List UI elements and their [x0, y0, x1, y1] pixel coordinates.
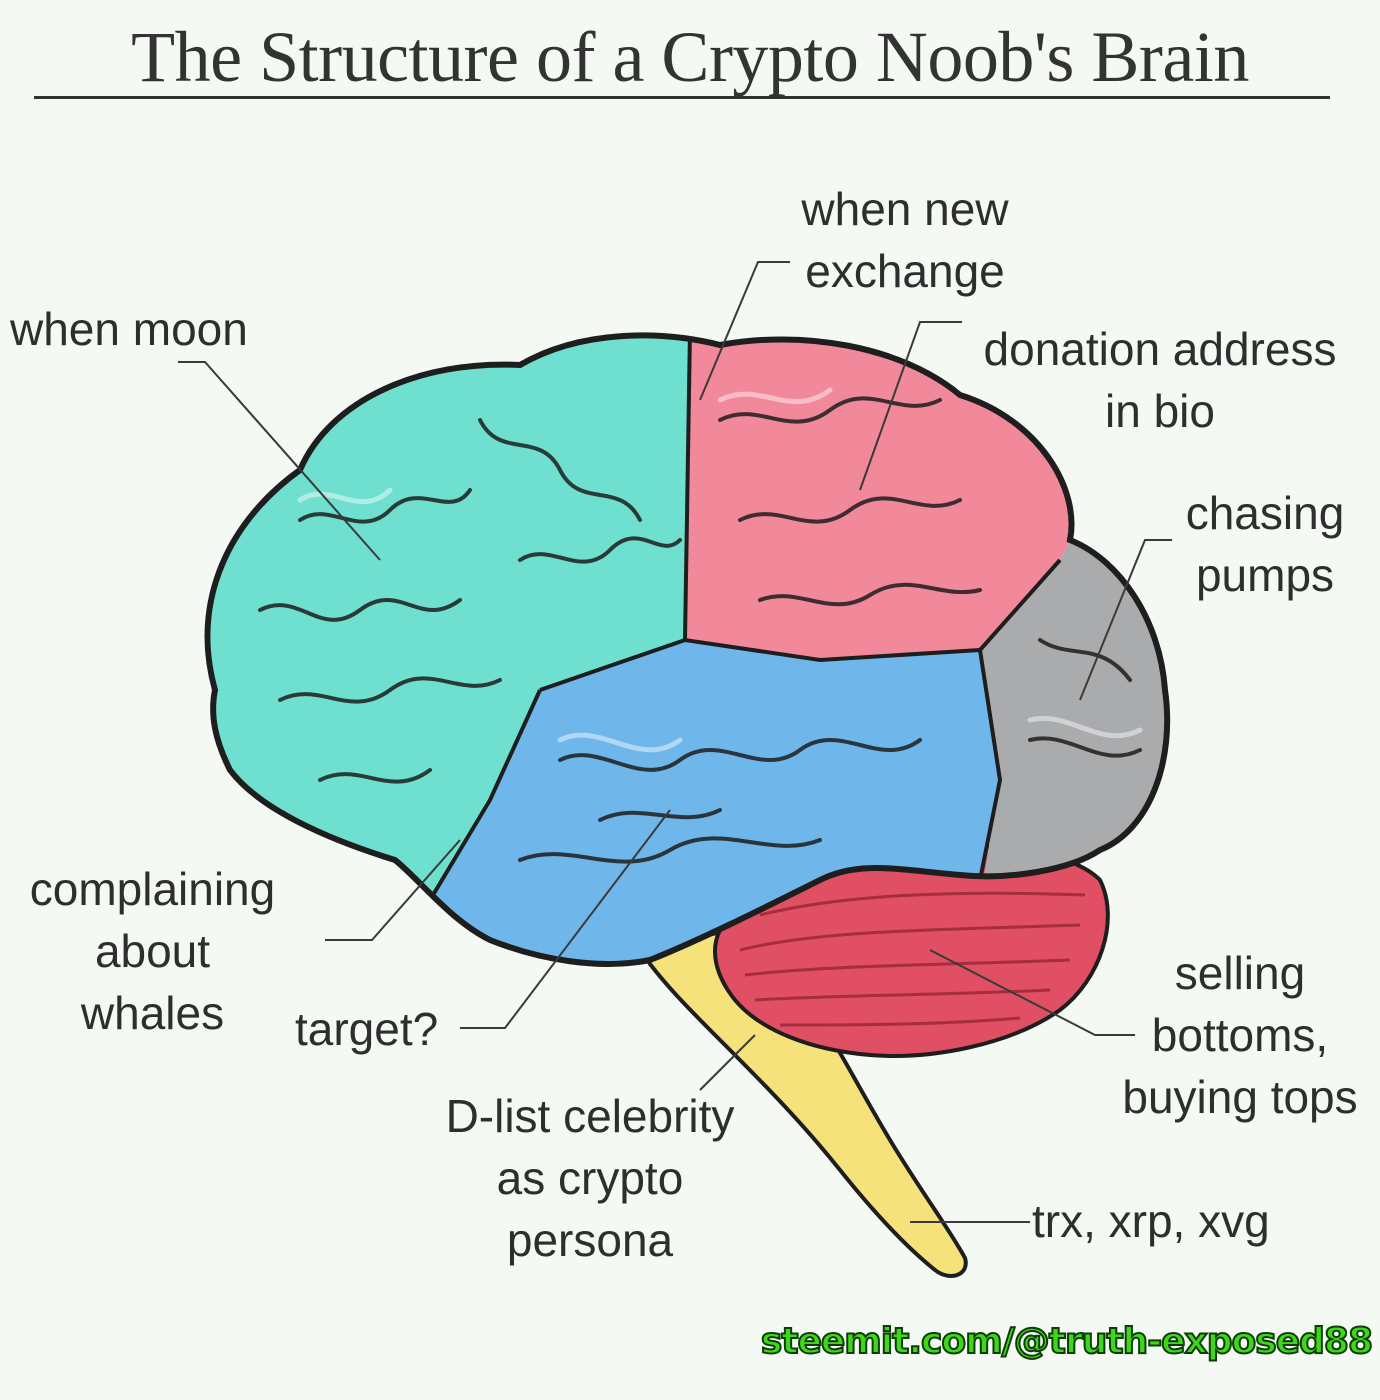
label-line: persona: [506, 1214, 674, 1266]
label-when-new-exchange: when new exchange: [770, 178, 1040, 302]
label-line: when new: [801, 183, 1009, 235]
leader-dlist-celebrity: [699, 1034, 756, 1091]
label-when-moon: when moon: [10, 298, 248, 360]
leader-donation-address: [859, 321, 962, 491]
label-line: selling: [1174, 947, 1306, 999]
leader-when-new-exchange: [699, 261, 790, 401]
temporal-lobe: [430, 640, 1000, 964]
label-line: when moon: [10, 303, 248, 355]
label-line: trx, xrp, xvg: [1032, 1195, 1270, 1247]
label-line: pumps: [1195, 549, 1335, 601]
label-trx-xrp-xvg: trx, xrp, xvg: [1032, 1190, 1270, 1252]
label-chasing-pumps: chasing pumps: [1160, 482, 1370, 606]
label-line: buying tops: [1122, 1071, 1358, 1123]
label-line: donation address: [983, 323, 1337, 375]
label-line: as crypto: [496, 1152, 684, 1204]
label-line: complaining: [29, 863, 276, 915]
leader-selling-bottoms: [929, 949, 1135, 1036]
label-line: about: [94, 925, 211, 977]
label-line: exchange: [805, 245, 1005, 297]
leader-complaining-whales: [325, 839, 461, 941]
label-complaining-about-whales: complaining about whales: [10, 858, 295, 1044]
label-target: target?: [295, 998, 438, 1060]
watermark-url: steemit.com/@truth-exposed88: [760, 1320, 1374, 1363]
title-underline: [34, 96, 1330, 99]
label-dlist-celebrity: D-list celebrity as crypto persona: [420, 1085, 760, 1271]
label-line: bottoms,: [1151, 1009, 1329, 1061]
label-line: target?: [295, 1003, 439, 1055]
label-donation-address: donation address in bio: [955, 318, 1365, 442]
leader-target: [460, 809, 671, 1029]
label-line: whales: [80, 987, 225, 1039]
label-line: in bio: [1105, 385, 1215, 437]
leader-when-moon: [178, 361, 381, 561]
label-selling-bottoms: selling bottoms, buying tops: [1100, 942, 1380, 1128]
label-line: chasing: [1185, 487, 1345, 539]
leader-chasing-pumps: [1079, 539, 1172, 701]
diagram-title: The Structure of a Crypto Noob's Brain: [131, 17, 1249, 97]
label-line: D-list celebrity: [445, 1090, 735, 1142]
